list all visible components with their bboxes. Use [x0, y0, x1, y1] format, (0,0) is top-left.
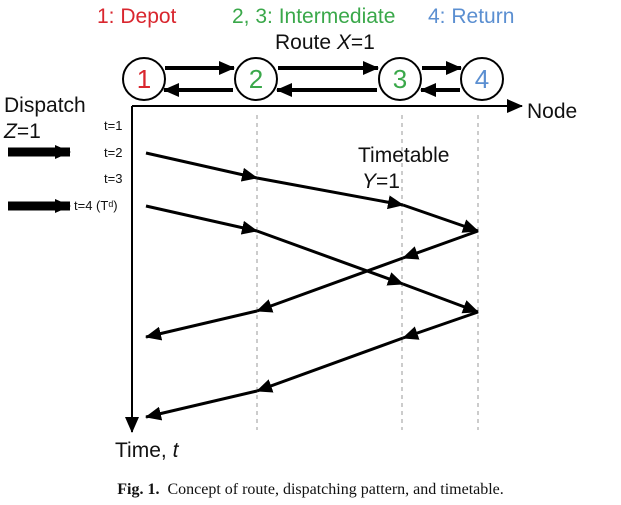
time-label-t3: t=3 — [104, 171, 123, 186]
dispatch-title: Dispatch — [4, 94, 86, 117]
trip-1-outbound-3-4 — [402, 203, 479, 233]
route-timetable-diagram: 1: Depot 2, 3: Intermediate 4: Return Ro… — [4, 5, 578, 461]
route-label: Route X=1 — [275, 32, 375, 53]
node-3-label: 3 — [392, 64, 408, 94]
trip-1-outbound-2-3 — [256, 176, 404, 210]
trip-1-outbound-1-2 — [145, 151, 258, 182]
legend-return: 4: Return — [428, 5, 515, 28]
node-2-label: 2 — [248, 64, 264, 94]
dispatch-suffix: =1 — [16, 120, 41, 143]
trip-1-return-4-3 — [402, 229, 479, 260]
route-label-prefix: Route — [275, 31, 337, 54]
trip-2-outbound-3-4 — [402, 282, 479, 314]
node-4-circle — [460, 57, 504, 101]
route-var: X — [336, 31, 351, 54]
node-3-circle — [378, 57, 422, 101]
time-label-t2: t=2 — [104, 145, 123, 160]
y-axis-var: t — [172, 439, 179, 462]
time-label-t1: t=1 — [104, 118, 123, 133]
dispatch-value: Z=1 — [4, 121, 41, 142]
time-label-t4: t=4 (Tᵈ) — [74, 198, 118, 213]
trip-2-outbound-1-2 — [145, 204, 258, 235]
legend-intermediate: 2, 3: Intermediate — [232, 5, 396, 28]
y-axis-label: Time, t — [115, 440, 178, 461]
trip-2-return-2-1 — [145, 389, 258, 421]
legend-depot: 1: Depot — [97, 5, 177, 28]
timetable-var: Y — [362, 170, 377, 193]
trip-2-outbound-2-3 — [256, 229, 404, 286]
route-label-suffix: =1 — [350, 31, 375, 54]
timetable-suffix: =1 — [376, 170, 400, 193]
node-2-circle — [234, 57, 278, 101]
caption-text: Concept of route, dispatching pattern, a… — [167, 481, 504, 498]
figure-caption: Fig. 1. Concept of route, dispatching pa… — [0, 481, 621, 499]
timetable-title: Timetable — [358, 144, 450, 167]
y-axis-label-prefix: Time, — [115, 439, 173, 462]
trip-2-return-3-2 — [256, 336, 404, 393]
caption-label: Fig. 1. — [117, 481, 160, 498]
dispatch-var: Z — [4, 120, 17, 143]
x-axis-label: Node — [527, 100, 578, 123]
trip-1-return-3-2 — [256, 256, 404, 313]
node-4-label: 4 — [474, 64, 490, 94]
timetable-value: Y=1 — [362, 171, 400, 192]
node-1-label: 1 — [136, 64, 152, 94]
node-1-circle — [122, 57, 166, 101]
diagram-canvas — [8, 57, 523, 433]
trip-2-return-4-3 — [402, 310, 479, 340]
trip-1-return-2-1 — [145, 309, 258, 341]
